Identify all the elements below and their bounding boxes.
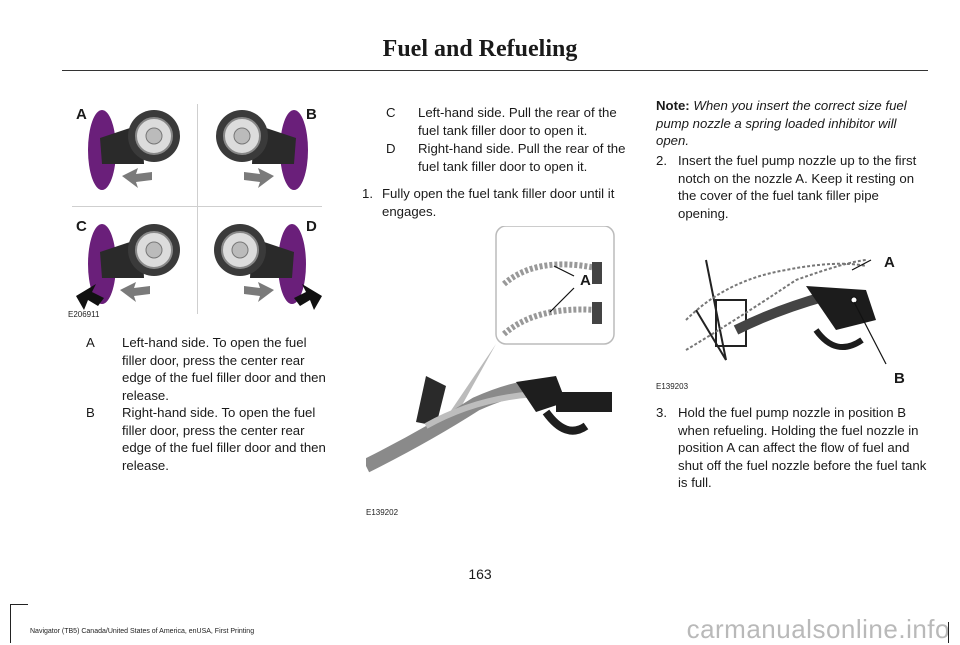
list-item-text: Right-hand side. To open the fuel filler… bbox=[122, 405, 326, 473]
fuel-door-right-pull-illustration bbox=[214, 224, 322, 310]
list-item-key: A bbox=[86, 335, 95, 350]
page-title: Fuel and Refueling bbox=[382, 36, 578, 62]
note: Note: When you insert the correct size f… bbox=[656, 97, 928, 150]
nozzle-position-figure: A B E139203 bbox=[656, 250, 918, 392]
watermark: carmanualsonline.info bbox=[686, 614, 950, 644]
crop-mark bbox=[10, 604, 11, 643]
fuel-door-left-pull-illustration bbox=[76, 224, 180, 310]
callout-a: A bbox=[884, 254, 895, 271]
list-item-text: Left-hand side. To open the fuel filler … bbox=[122, 335, 326, 403]
step-number: 1. bbox=[362, 186, 373, 201]
figure-divider-vertical bbox=[197, 104, 198, 314]
crop-mark bbox=[948, 622, 949, 643]
list-item-key: C bbox=[386, 105, 396, 120]
page-number: 163 bbox=[468, 566, 492, 582]
crop-mark bbox=[10, 604, 28, 605]
panel-label-c: C bbox=[76, 218, 87, 235]
note-text: When you insert the correct size fuel pu… bbox=[656, 98, 907, 148]
panel-label-d: D bbox=[306, 218, 317, 235]
note-label: Note: bbox=[656, 98, 690, 113]
step-text: Insert the fuel pump nozzle up to the fi… bbox=[678, 153, 917, 221]
nozzle-insert-illustration bbox=[366, 226, 615, 473]
panel-label-a: A bbox=[76, 106, 87, 123]
figure-code: E206911 bbox=[68, 310, 100, 319]
nozzle-insert-figure: A E139202 bbox=[366, 226, 616, 517]
panel-label-b: B bbox=[306, 106, 317, 123]
step-text: Fully open the fuel tank filler door unt… bbox=[382, 186, 615, 219]
list-item-text: Right-hand side. Pull the rear of the fu… bbox=[418, 141, 626, 174]
figure-code: E139202 bbox=[366, 508, 399, 517]
callout-a: A bbox=[580, 272, 591, 289]
figure-divider-horizontal bbox=[72, 206, 322, 207]
list-item-text: Left-hand side. Pull the rear of the fue… bbox=[418, 105, 617, 138]
nozzle-position-illustration bbox=[685, 259, 887, 365]
step-number: 2. bbox=[656, 153, 667, 168]
list-item-key: D bbox=[386, 141, 396, 156]
step-text: Hold the fuel pump nozzle in position B … bbox=[678, 405, 927, 490]
fuel-door-right-push-illustration bbox=[216, 110, 308, 190]
header-rule bbox=[62, 70, 928, 71]
step-number: 3. bbox=[656, 405, 667, 420]
callout-b: B bbox=[894, 370, 905, 387]
list-item-key: B bbox=[86, 405, 95, 420]
figure-code: E139203 bbox=[656, 382, 689, 391]
fuel-door-figure: A B C D E206911 bbox=[62, 96, 332, 322]
footer-text: Navigator (TB5) Canada/United States of … bbox=[30, 628, 255, 635]
fuel-door-left-push-illustration bbox=[88, 110, 180, 190]
